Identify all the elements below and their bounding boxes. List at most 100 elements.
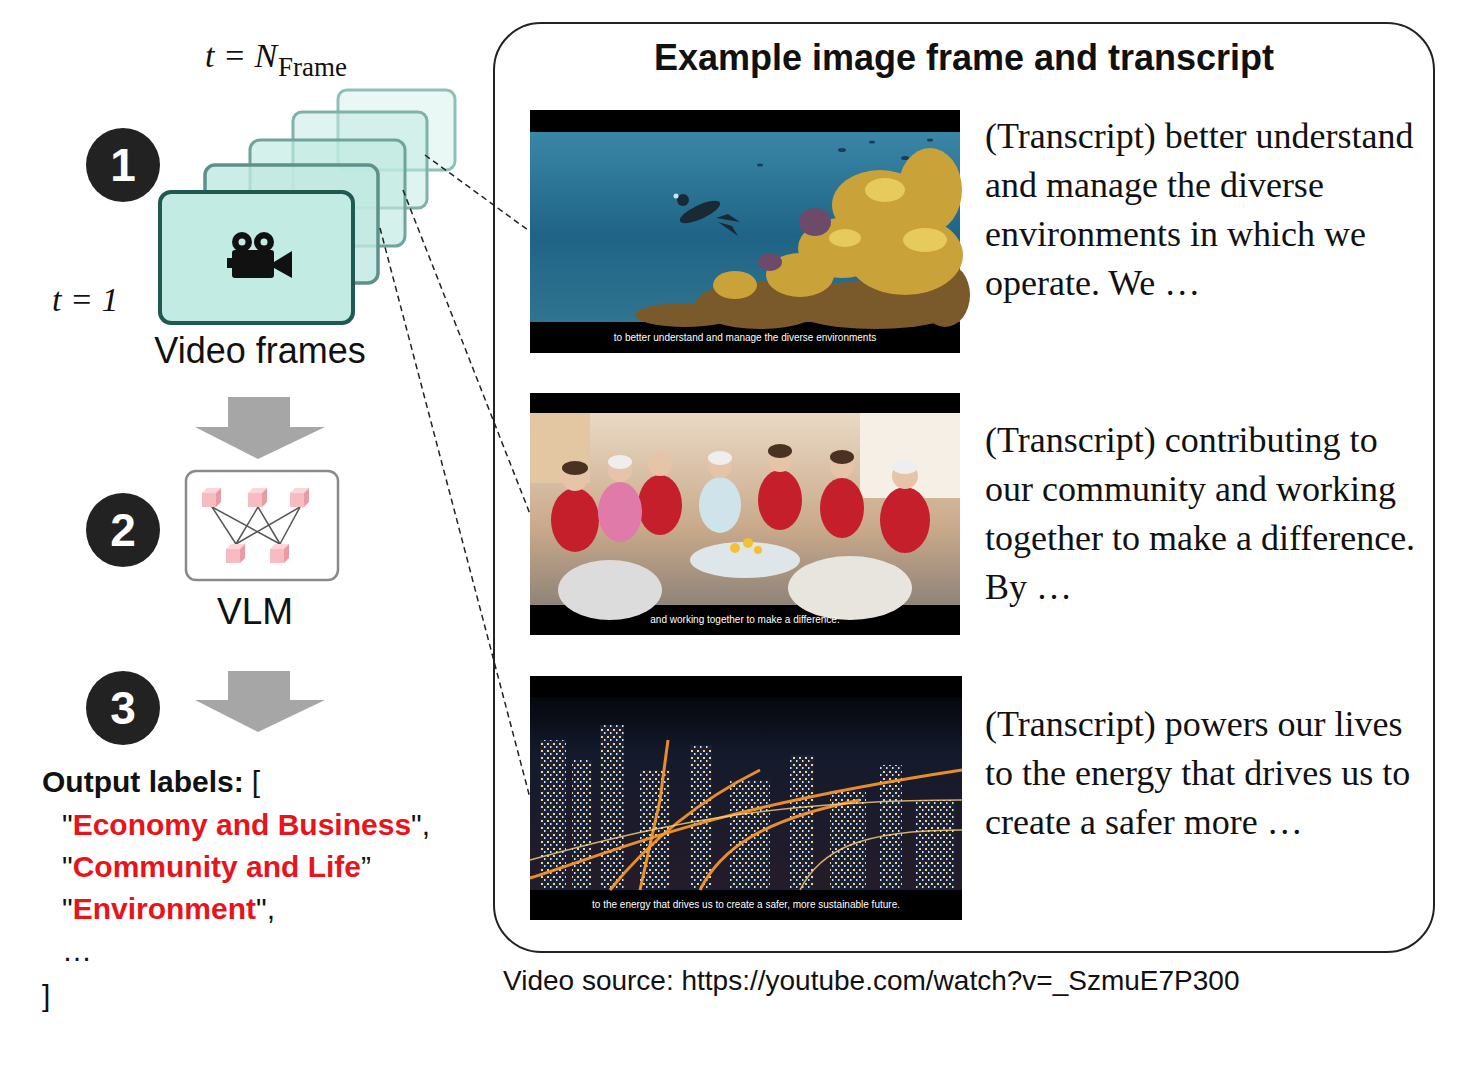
community-photo bbox=[758, 470, 802, 530]
underwater-photo bbox=[530, 110, 970, 353]
network-icon bbox=[280, 507, 300, 544]
city-photo bbox=[730, 780, 770, 890]
image-frame: and working together to make a differenc… bbox=[530, 393, 960, 635]
label-line: "Economy and Business", bbox=[62, 807, 430, 843]
panel-heading: Example image frame and transcript bbox=[495, 37, 1433, 79]
underwater-photo bbox=[838, 148, 846, 152]
community-photo bbox=[638, 475, 682, 535]
punctuation: … bbox=[62, 934, 92, 967]
transcript: (Transcript) better understand and manag… bbox=[985, 112, 1425, 308]
camera-icon bbox=[254, 232, 274, 252]
network-icon bbox=[248, 488, 267, 507]
network-icon bbox=[212, 507, 300, 544]
community-photo bbox=[880, 487, 930, 553]
camera-icon bbox=[227, 258, 232, 268]
output-label: Community and Life bbox=[73, 850, 361, 883]
city-photo bbox=[800, 830, 962, 890]
community-photo bbox=[730, 543, 740, 553]
label-line: (Transcript) powers our lives to the ene… bbox=[985, 700, 1425, 847]
video-frames: Video frames bbox=[160, 90, 455, 323]
video-frame-stack bbox=[160, 90, 455, 323]
community-photo bbox=[562, 444, 854, 475]
output-heading: Output labels: bbox=[42, 765, 244, 798]
label-line: … bbox=[62, 933, 92, 969]
output-label: Environment bbox=[73, 892, 256, 925]
punctuation: " bbox=[62, 850, 73, 883]
video-frame-stack bbox=[160, 192, 353, 323]
camera-icon bbox=[232, 250, 274, 278]
process-arrow bbox=[195, 671, 325, 732]
label-line: "Environment", bbox=[62, 891, 275, 927]
time-index: t = 1 bbox=[52, 281, 118, 318]
image-frame: to better understand and manage the dive… bbox=[530, 110, 960, 353]
community-photo bbox=[530, 413, 590, 483]
community-photo bbox=[558, 560, 662, 620]
community-photo bbox=[598, 482, 642, 542]
camera-icon bbox=[274, 251, 292, 278]
punctuation: " bbox=[62, 808, 73, 841]
city-photo bbox=[530, 740, 962, 890]
camera-icon bbox=[232, 232, 252, 252]
community-photo bbox=[754, 546, 762, 554]
process-arrow bbox=[195, 397, 325, 459]
community-photo bbox=[530, 393, 960, 635]
city-photo bbox=[530, 800, 962, 860]
subtitle: to the energy that drives us to create a… bbox=[530, 899, 962, 911]
city-photo bbox=[915, 800, 955, 890]
underwater-photo bbox=[718, 222, 738, 236]
source-note: Video source: https://youtube.com/watch?… bbox=[503, 965, 1239, 996]
network-icon bbox=[270, 544, 289, 563]
community-photo bbox=[690, 542, 800, 578]
city-photo bbox=[530, 770, 962, 878]
network-icon bbox=[202, 488, 309, 563]
underwater-photo bbox=[927, 139, 933, 142]
community-photo bbox=[788, 556, 912, 620]
step-number: 2 bbox=[86, 493, 160, 567]
punctuation: " bbox=[62, 892, 73, 925]
underwater-photo bbox=[829, 229, 861, 247]
community-photo bbox=[530, 393, 960, 635]
community-photo bbox=[562, 448, 918, 491]
underwater-photo bbox=[758, 253, 782, 271]
community-photo bbox=[562, 461, 588, 475]
punctuation: ", bbox=[411, 808, 430, 841]
network-icon bbox=[290, 488, 309, 507]
time-index: t = N bbox=[205, 37, 277, 74]
city-photo bbox=[640, 740, 668, 890]
image-frame: to the energy that drives us to create a… bbox=[530, 676, 962, 920]
community-photo bbox=[820, 478, 864, 538]
network-icon bbox=[236, 507, 300, 544]
step-number-text: 3 bbox=[86, 671, 160, 745]
underwater-photo bbox=[903, 228, 947, 252]
city-photo bbox=[690, 745, 712, 890]
camera-icon bbox=[261, 239, 268, 246]
underwater-photo bbox=[716, 214, 740, 222]
community-photo bbox=[648, 452, 672, 476]
community-photo bbox=[551, 470, 930, 553]
step-number-text: 2 bbox=[86, 493, 160, 567]
vlm-box bbox=[186, 471, 338, 580]
network-icon bbox=[212, 507, 236, 544]
city-photo bbox=[790, 755, 814, 890]
step-number: 1 bbox=[86, 128, 160, 202]
network-icon bbox=[226, 544, 245, 563]
city-photo bbox=[530, 697, 962, 890]
camera-icon bbox=[239, 239, 246, 246]
label-line: Video source: https://youtube.com/watch?… bbox=[503, 964, 1239, 998]
leader-connector bbox=[425, 155, 530, 232]
underwater-photo bbox=[677, 194, 689, 206]
city-photo bbox=[540, 725, 955, 890]
underwater-photo bbox=[713, 148, 963, 299]
transcript: (Transcript) powers our lives to the ene… bbox=[985, 700, 1425, 847]
leader-connector bbox=[380, 228, 530, 798]
model-box: VLM bbox=[186, 471, 338, 580]
city-photo bbox=[610, 770, 760, 890]
community-photo bbox=[743, 538, 753, 548]
underwater-photo bbox=[635, 303, 735, 327]
city-photo bbox=[530, 676, 962, 920]
community-photo bbox=[699, 477, 741, 533]
underwater-photo bbox=[847, 215, 963, 295]
underwater-photo bbox=[901, 156, 909, 160]
stack-label: Video frames bbox=[120, 330, 400, 372]
underwater-photo bbox=[829, 178, 947, 252]
